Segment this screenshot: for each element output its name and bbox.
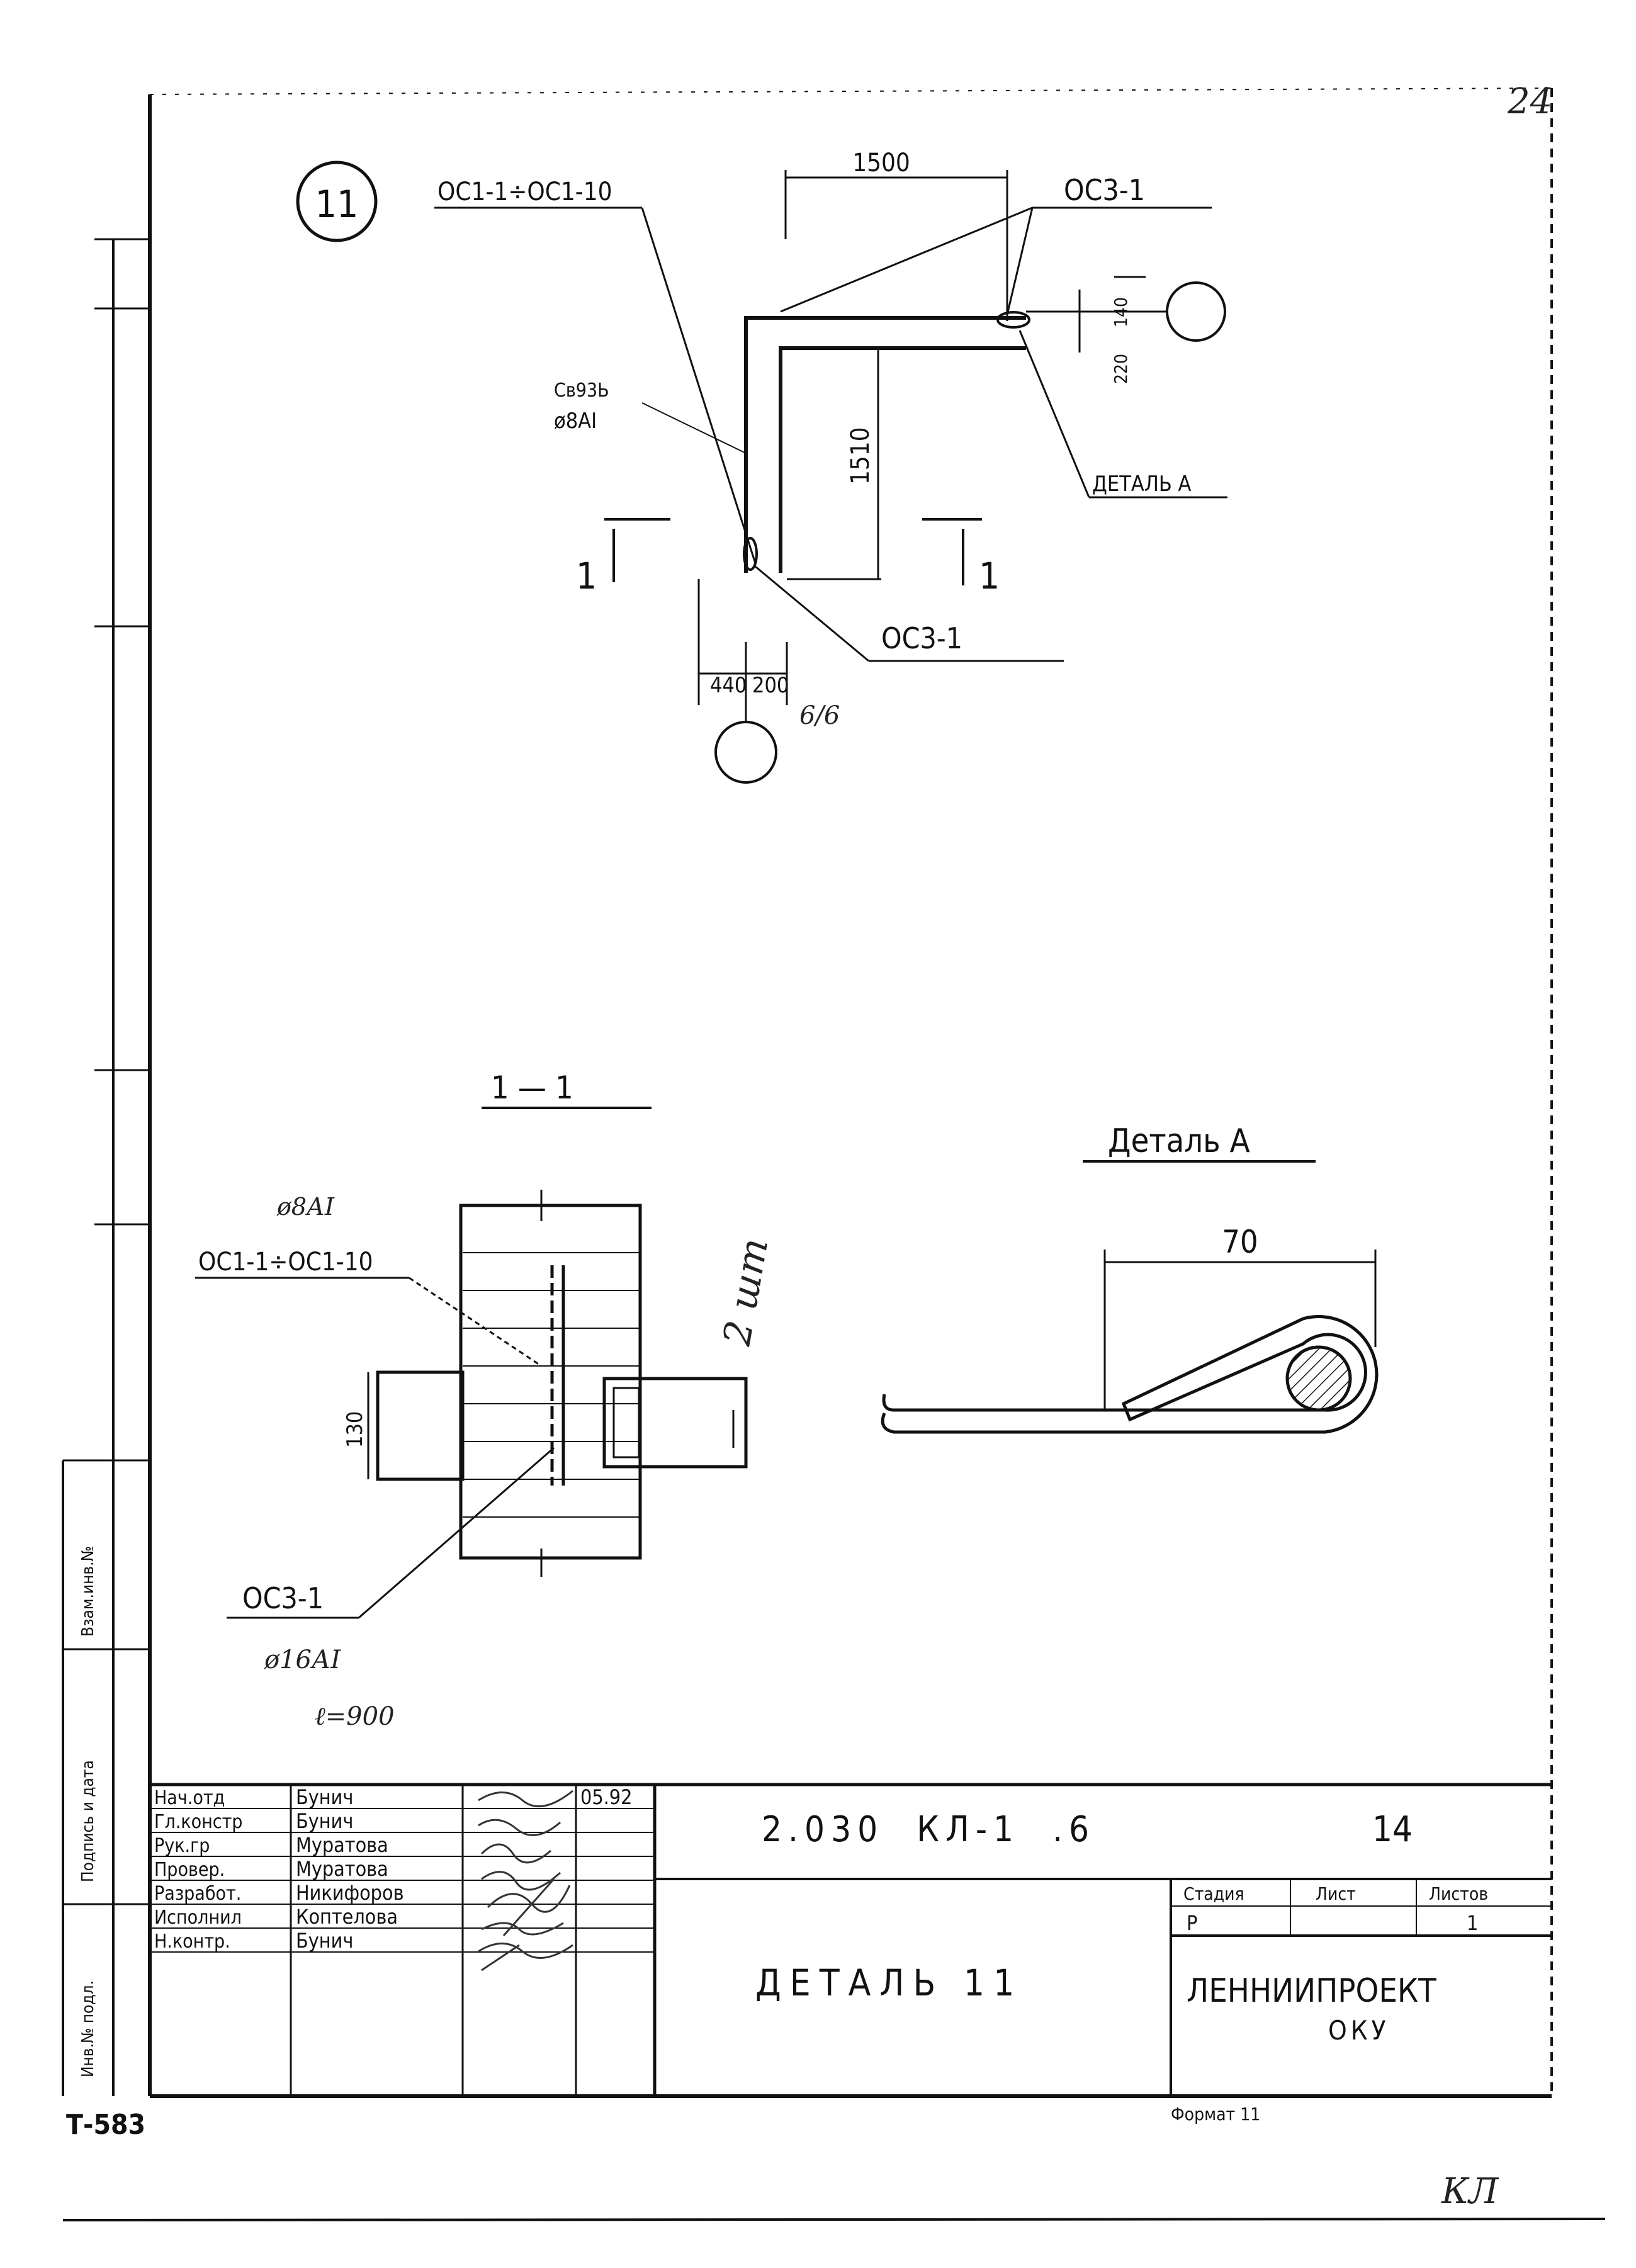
plan-view: 11 1500 1510 440 200 140 220 6/6	[296, 149, 1227, 784]
detail-a-title: Деталь А	[1108, 1122, 1250, 1160]
section-label-oc3: ОС3-1	[242, 1581, 324, 1615]
axis-circle-bottom	[714, 721, 777, 784]
stamp-cell-inventory: Инв.№ подл.	[79, 1980, 98, 2077]
section-label-oc1: ОС1-1÷ОС1-10	[198, 1248, 373, 1277]
dim-200: 200	[752, 673, 789, 698]
dim-1500: 1500	[852, 149, 910, 178]
hand-note-1: ø16АI	[264, 1645, 341, 1674]
dim-440: 440	[710, 673, 747, 698]
sheet-frame	[62, 87, 1606, 2221]
label-rebar: ø8АI	[554, 409, 597, 434]
loop-bottom	[743, 537, 758, 571]
binding-strip	[62, 238, 150, 2096]
section-mark-left: 1	[576, 555, 597, 597]
name-chief: Бунич	[296, 1809, 353, 1833]
role-executed: Исполнил	[154, 1907, 242, 1929]
title-block-names: Бунич Бунич Муратова Муратова Никифоров …	[296, 1785, 404, 1953]
signatures	[478, 1790, 573, 1972]
role-checked: Провер.	[154, 1859, 225, 1881]
detail-marker-number: 11	[315, 183, 359, 227]
label-sv: Св93Ь	[554, 380, 609, 402]
section-left-block	[376, 1370, 465, 1481]
title-block	[150, 1783, 1552, 2096]
role-chief: Гл.констр	[154, 1811, 242, 1833]
archive-stamp: Т-583	[66, 2109, 145, 2141]
dim-small-b: 220	[1110, 354, 1131, 384]
vertical-hand-note: 2 шт	[715, 1235, 777, 1350]
circle-note: 6/6	[799, 701, 840, 730]
page-number: 24	[1507, 81, 1552, 122]
section-1-1: 1 — 1 130 ø8АI ОС1-1÷ОС1-10 ОС3-1	[195, 1069, 777, 1731]
stage-value: Р	[1187, 1911, 1197, 1935]
sheet-ref: 14	[1372, 1809, 1413, 1850]
section-title: 1 — 1	[491, 1069, 573, 1106]
stamp-cell-replacement: Взам.инв.№	[79, 1546, 98, 1637]
sheets-header: Листов	[1429, 1883, 1488, 1904]
name-executed: Коптелова	[296, 1905, 398, 1929]
section-mark-right: 1	[979, 555, 1000, 597]
detail-a-bar-section	[1285, 1345, 1352, 1412]
label-oc1-plan: ОС1-1÷ОС1-10	[437, 178, 612, 206]
role-head: Нач.отд	[154, 1787, 225, 1809]
name-group: Муратова	[296, 1833, 388, 1857]
section-beam	[459, 1204, 642, 1560]
sheets-value: 1	[1467, 1911, 1478, 1935]
rebar-inner	[779, 346, 1026, 573]
detail-a: Деталь А 70	[881, 1122, 1379, 1434]
stamp-cell-signature: Подпись и дата	[79, 1760, 98, 1882]
rebar-outer	[744, 316, 1026, 573]
label-detail-a-plan: ДЕТАЛЬ А	[1092, 471, 1192, 497]
role-norm: Н.контр.	[154, 1931, 230, 1953]
detail-marker-circle	[296, 161, 378, 242]
dim-130: 130	[342, 1411, 368, 1448]
label-oc3-bottom: ОС3-1	[881, 621, 962, 655]
corner-code: КЛ	[1441, 2171, 1499, 2212]
title-date: 05.92	[580, 1785, 632, 1809]
loop-top	[996, 311, 1030, 329]
dim-1510: 1510	[846, 427, 875, 485]
hand-note-2: ℓ=900	[315, 1702, 395, 1731]
name-norm: Бунич	[296, 1929, 353, 1953]
name-checked: Муратова	[296, 1857, 388, 1881]
stage-header: Стадия	[1183, 1883, 1244, 1904]
drawing-title: ДЕТАЛЬ 11	[755, 1961, 1023, 2004]
sheet-header: Лист	[1316, 1883, 1356, 1904]
role-group: Рук.гр	[154, 1835, 210, 1857]
label-oc3-top: ОС3-1	[1064, 173, 1145, 207]
organization: ЛЕННИИПРОЕКТ	[1187, 1972, 1436, 2010]
title-block-roles: Нач.отд Гл.констр Рук.гр Провер. Разрабо…	[154, 1787, 242, 1953]
dim-70: 70	[1222, 1224, 1258, 1260]
name-head: Бунич	[296, 1785, 353, 1809]
document-code: 2.030 КЛ-1 .6	[762, 1809, 1095, 1850]
department: ОКУ	[1328, 2015, 1390, 2046]
name-developed: Никифоров	[296, 1881, 404, 1905]
detail-a-hook	[881, 1315, 1379, 1434]
axis-circle-right	[1166, 281, 1226, 342]
role-developed: Разработ.	[154, 1883, 241, 1905]
section-right-block	[602, 1377, 748, 1469]
section-rebar-note: ø8АI	[276, 1193, 335, 1221]
format-label: Формат 11	[1171, 2104, 1260, 2124]
